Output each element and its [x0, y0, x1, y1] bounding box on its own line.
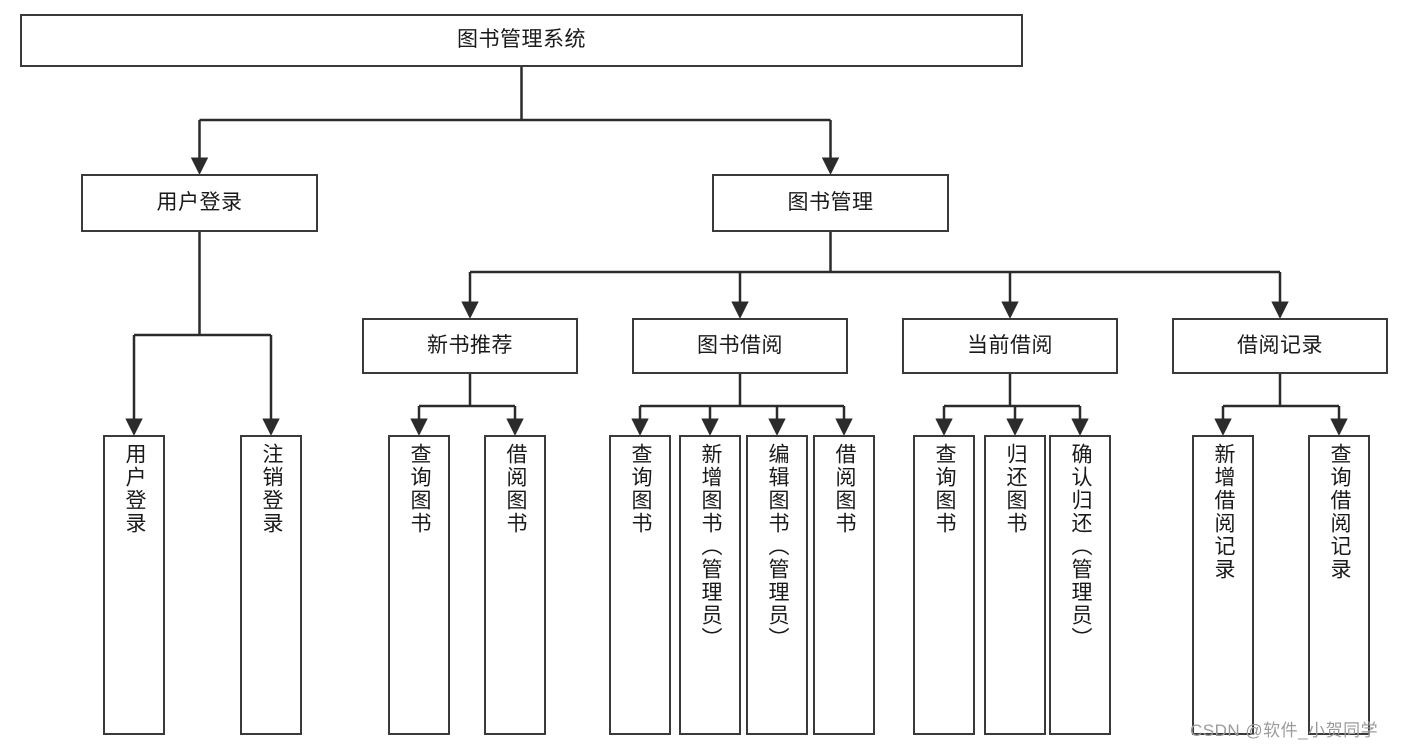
node-label: 当前借阅 — [967, 333, 1053, 357]
node-label: 用户登录 — [156, 190, 243, 214]
node-leaf-add-book[interactable]: 新增图书（管理员） — [679, 435, 741, 735]
node-label: 注销登录 — [260, 443, 284, 535]
node-book-manage[interactable]: 图书管理 — [712, 174, 949, 232]
node-label: 借阅图书 — [833, 443, 857, 535]
node-leaf-borrow-book-2[interactable]: 借阅图书 — [813, 435, 875, 735]
node-leaf-add-record[interactable]: 新增借阅记录 — [1192, 435, 1254, 735]
node-label: 借阅图书 — [504, 443, 528, 535]
node-label: 归还图书 — [1004, 443, 1028, 535]
node-leaf-query-book-1[interactable]: 查询图书 — [388, 435, 450, 735]
node-label: 图书借阅 — [697, 333, 783, 357]
node-book-borrow[interactable]: 图书借阅 — [632, 318, 848, 374]
edge-paths — [125, 67, 1348, 436]
node-leaf-confirm-return[interactable]: 确认归还（管理员） — [1049, 435, 1111, 735]
node-leaf-return-book[interactable]: 归还图书 — [984, 435, 1046, 735]
node-user-login[interactable]: 用户登录 — [81, 174, 318, 232]
node-leaf-user-login[interactable]: 用户登录 — [103, 435, 165, 735]
node-new-book-recommend[interactable]: 新书推荐 — [362, 318, 578, 374]
node-label: 确认归还（管理员） — [1069, 443, 1093, 650]
node-label: 图书管理 — [787, 190, 874, 214]
node-label: 编辑图书（管理员） — [766, 443, 790, 650]
node-root[interactable]: 图书管理系统 — [20, 14, 1023, 67]
node-label: 用户登录 — [123, 443, 147, 535]
node-label: 查询图书 — [933, 443, 957, 535]
node-current-borrow[interactable]: 当前借阅 — [902, 318, 1118, 374]
node-label: 借阅记录 — [1237, 333, 1323, 357]
node-leaf-edit-book[interactable]: 编辑图书（管理员） — [746, 435, 808, 735]
node-label: 图书管理系统 — [457, 28, 586, 52]
node-borrow-record[interactable]: 借阅记录 — [1172, 318, 1388, 374]
node-leaf-borrow-book-1[interactable]: 借阅图书 — [484, 435, 546, 735]
node-label: 新增借阅记录 — [1212, 443, 1236, 581]
node-leaf-query-book-2[interactable]: 查询图书 — [609, 435, 671, 735]
node-label: 查询借阅记录 — [1328, 443, 1352, 581]
node-label: 查询图书 — [629, 443, 653, 535]
node-label: 新书推荐 — [427, 333, 513, 357]
node-label: 查询图书 — [408, 443, 432, 535]
node-leaf-query-record[interactable]: 查询借阅记录 — [1308, 435, 1370, 735]
node-label: 新增图书（管理员） — [699, 443, 723, 650]
node-leaf-logout[interactable]: 注销登录 — [240, 435, 302, 735]
node-leaf-query-book-3[interactable]: 查询图书 — [913, 435, 975, 735]
